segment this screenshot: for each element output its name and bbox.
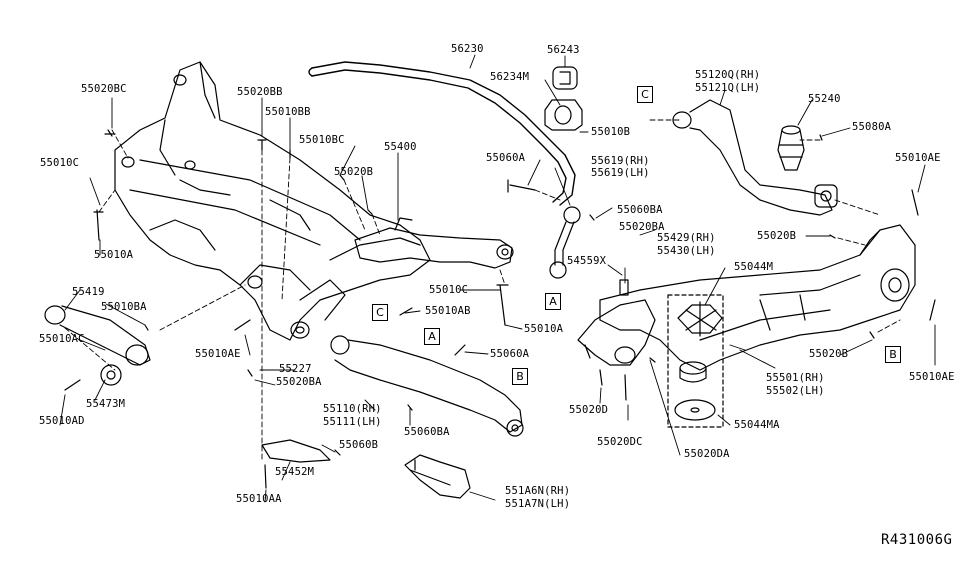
marker-a-arm: A (424, 328, 440, 345)
bracket-cover (261, 439, 471, 499)
label-55502-lh: 55502(LH) (766, 385, 825, 397)
label-55010AD: 55010AD (39, 415, 85, 427)
marker-b-axle: B (885, 346, 901, 363)
label-55227: 55227 (279, 363, 312, 375)
label-55430-lh: 55430(LH) (657, 245, 716, 257)
label-54559X: 54559X (567, 255, 607, 267)
label-551A6N-rh: 551A6N(RH) (505, 485, 571, 497)
label-55010BA: 55010BA (101, 301, 147, 313)
marker-a-rod: A (545, 293, 561, 310)
label-55010AB: 55010AB (425, 305, 471, 317)
label-55400: 55400 (384, 141, 417, 153)
arm-55400 (354, 217, 514, 269)
label-55010AC: 55010AC (39, 333, 85, 345)
label-55060BA-top: 55060BA (617, 204, 663, 216)
label-55419: 55419 (72, 286, 105, 298)
label-56243: 56243 (547, 44, 580, 56)
label-55060A-mid: 55060A (490, 348, 530, 360)
upper-link (672, 99, 838, 216)
leader-lines (59, 54, 936, 503)
label-55010C-mid: 55010C (429, 284, 469, 296)
label-55473M: 55473M (86, 398, 126, 410)
label-55020BA-top: 55020BA (619, 221, 665, 233)
label-55010AA: 55010AA (236, 493, 282, 505)
label-55010C-left: 55010C (40, 157, 80, 169)
rear-subframe (114, 61, 431, 341)
label-55020DC: 55020DC (597, 436, 643, 448)
marker-b-arm: B (512, 368, 528, 385)
label-55020BC: 55020BC (81, 83, 127, 95)
fasteners (64, 129, 936, 489)
marker-c-upper: C (637, 86, 653, 103)
label-55020B-frame: 55020B (334, 166, 374, 178)
label-56234M: 56234M (490, 71, 530, 83)
stabilizer-bar (308, 61, 576, 206)
label-55020D: 55020D (569, 404, 609, 416)
label-551A7N-lh: 551A7N(LH) (505, 498, 571, 510)
label-55020BA-left: 55020BA (276, 376, 322, 388)
label-55044M: 55044M (734, 261, 774, 273)
spring-seat (667, 294, 724, 428)
label-55010B: 55010B (591, 126, 631, 138)
stabilizer-bushing (544, 66, 583, 131)
label-55080A: 55080A (852, 121, 892, 133)
marker-c-frame: C (372, 304, 388, 321)
label-55020BB: 55020BB (237, 86, 283, 98)
label-55010AE-br: 55010AE (909, 371, 955, 383)
label-55060A-top: 55060A (486, 152, 526, 164)
label-55010BB: 55010BB (265, 106, 311, 118)
label-55240: 55240 (808, 93, 841, 105)
diagram-reference-id: R431006G (881, 532, 953, 548)
leader-lines-dashed (64, 119, 901, 461)
label-56230: 56230 (451, 43, 484, 55)
label-55010AE-left: 55010AE (195, 348, 241, 360)
label-55020B-br: 55020B (809, 348, 849, 360)
lower-link-right (577, 299, 656, 366)
label-55060B: 55060B (339, 439, 379, 451)
label-55120Q-rh: 55120Q(RH) (695, 69, 761, 81)
label-55619-lh: 55619(LH) (591, 167, 650, 179)
label-55010A-mid: 55010A (524, 323, 564, 335)
label-55010BC: 55010BC (299, 134, 345, 146)
label-55452M: 55452M (275, 466, 315, 478)
label-55501-rh: 55501(RH) (766, 372, 825, 384)
lower-arm (330, 335, 524, 437)
bump-stopper (777, 125, 805, 171)
label-55044MA: 55044MA (734, 419, 780, 431)
label-55020DA: 55020DA (684, 448, 730, 460)
label-55110-rh: 55110(RH) (323, 403, 382, 415)
label-55121Q-lh: 55121Q(LH) (695, 82, 761, 94)
label-55020B-right: 55020B (757, 230, 797, 242)
lateral-link (44, 305, 151, 386)
connecting-rod (549, 206, 581, 279)
label-55619-rh: 55619(RH) (591, 155, 650, 167)
label-55060BA-mid: 55060BA (404, 426, 450, 438)
rear-axle (599, 224, 916, 371)
label-55111-lh: 55111(LH) (323, 416, 382, 428)
label-55429-rh: 55429(RH) (657, 232, 716, 244)
label-55010AE-tr: 55010AE (895, 152, 941, 164)
label-55010A-left: 55010A (94, 249, 134, 261)
